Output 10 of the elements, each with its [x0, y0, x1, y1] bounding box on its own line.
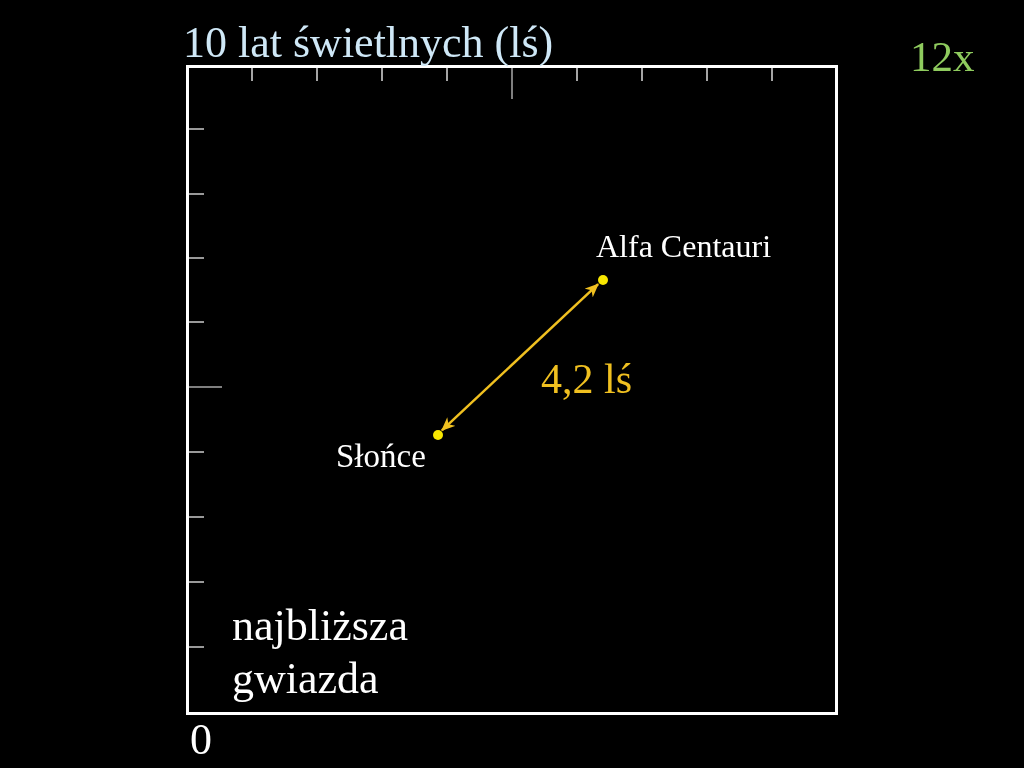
star-dot	[597, 275, 608, 285]
star-name: Słońce	[336, 440, 426, 473]
axis-origin-label: 0	[190, 718, 212, 762]
star-name: Alfa Centauri	[596, 230, 772, 262]
double-arrow	[441, 283, 599, 432]
star-dot	[432, 429, 443, 440]
scale-title: 10 lat świetlnych (lś)	[183, 21, 554, 65]
zoom-factor: 12x	[910, 35, 975, 78]
note-text: najbliższa gwiazda	[232, 600, 409, 705]
map-frame	[186, 65, 838, 715]
